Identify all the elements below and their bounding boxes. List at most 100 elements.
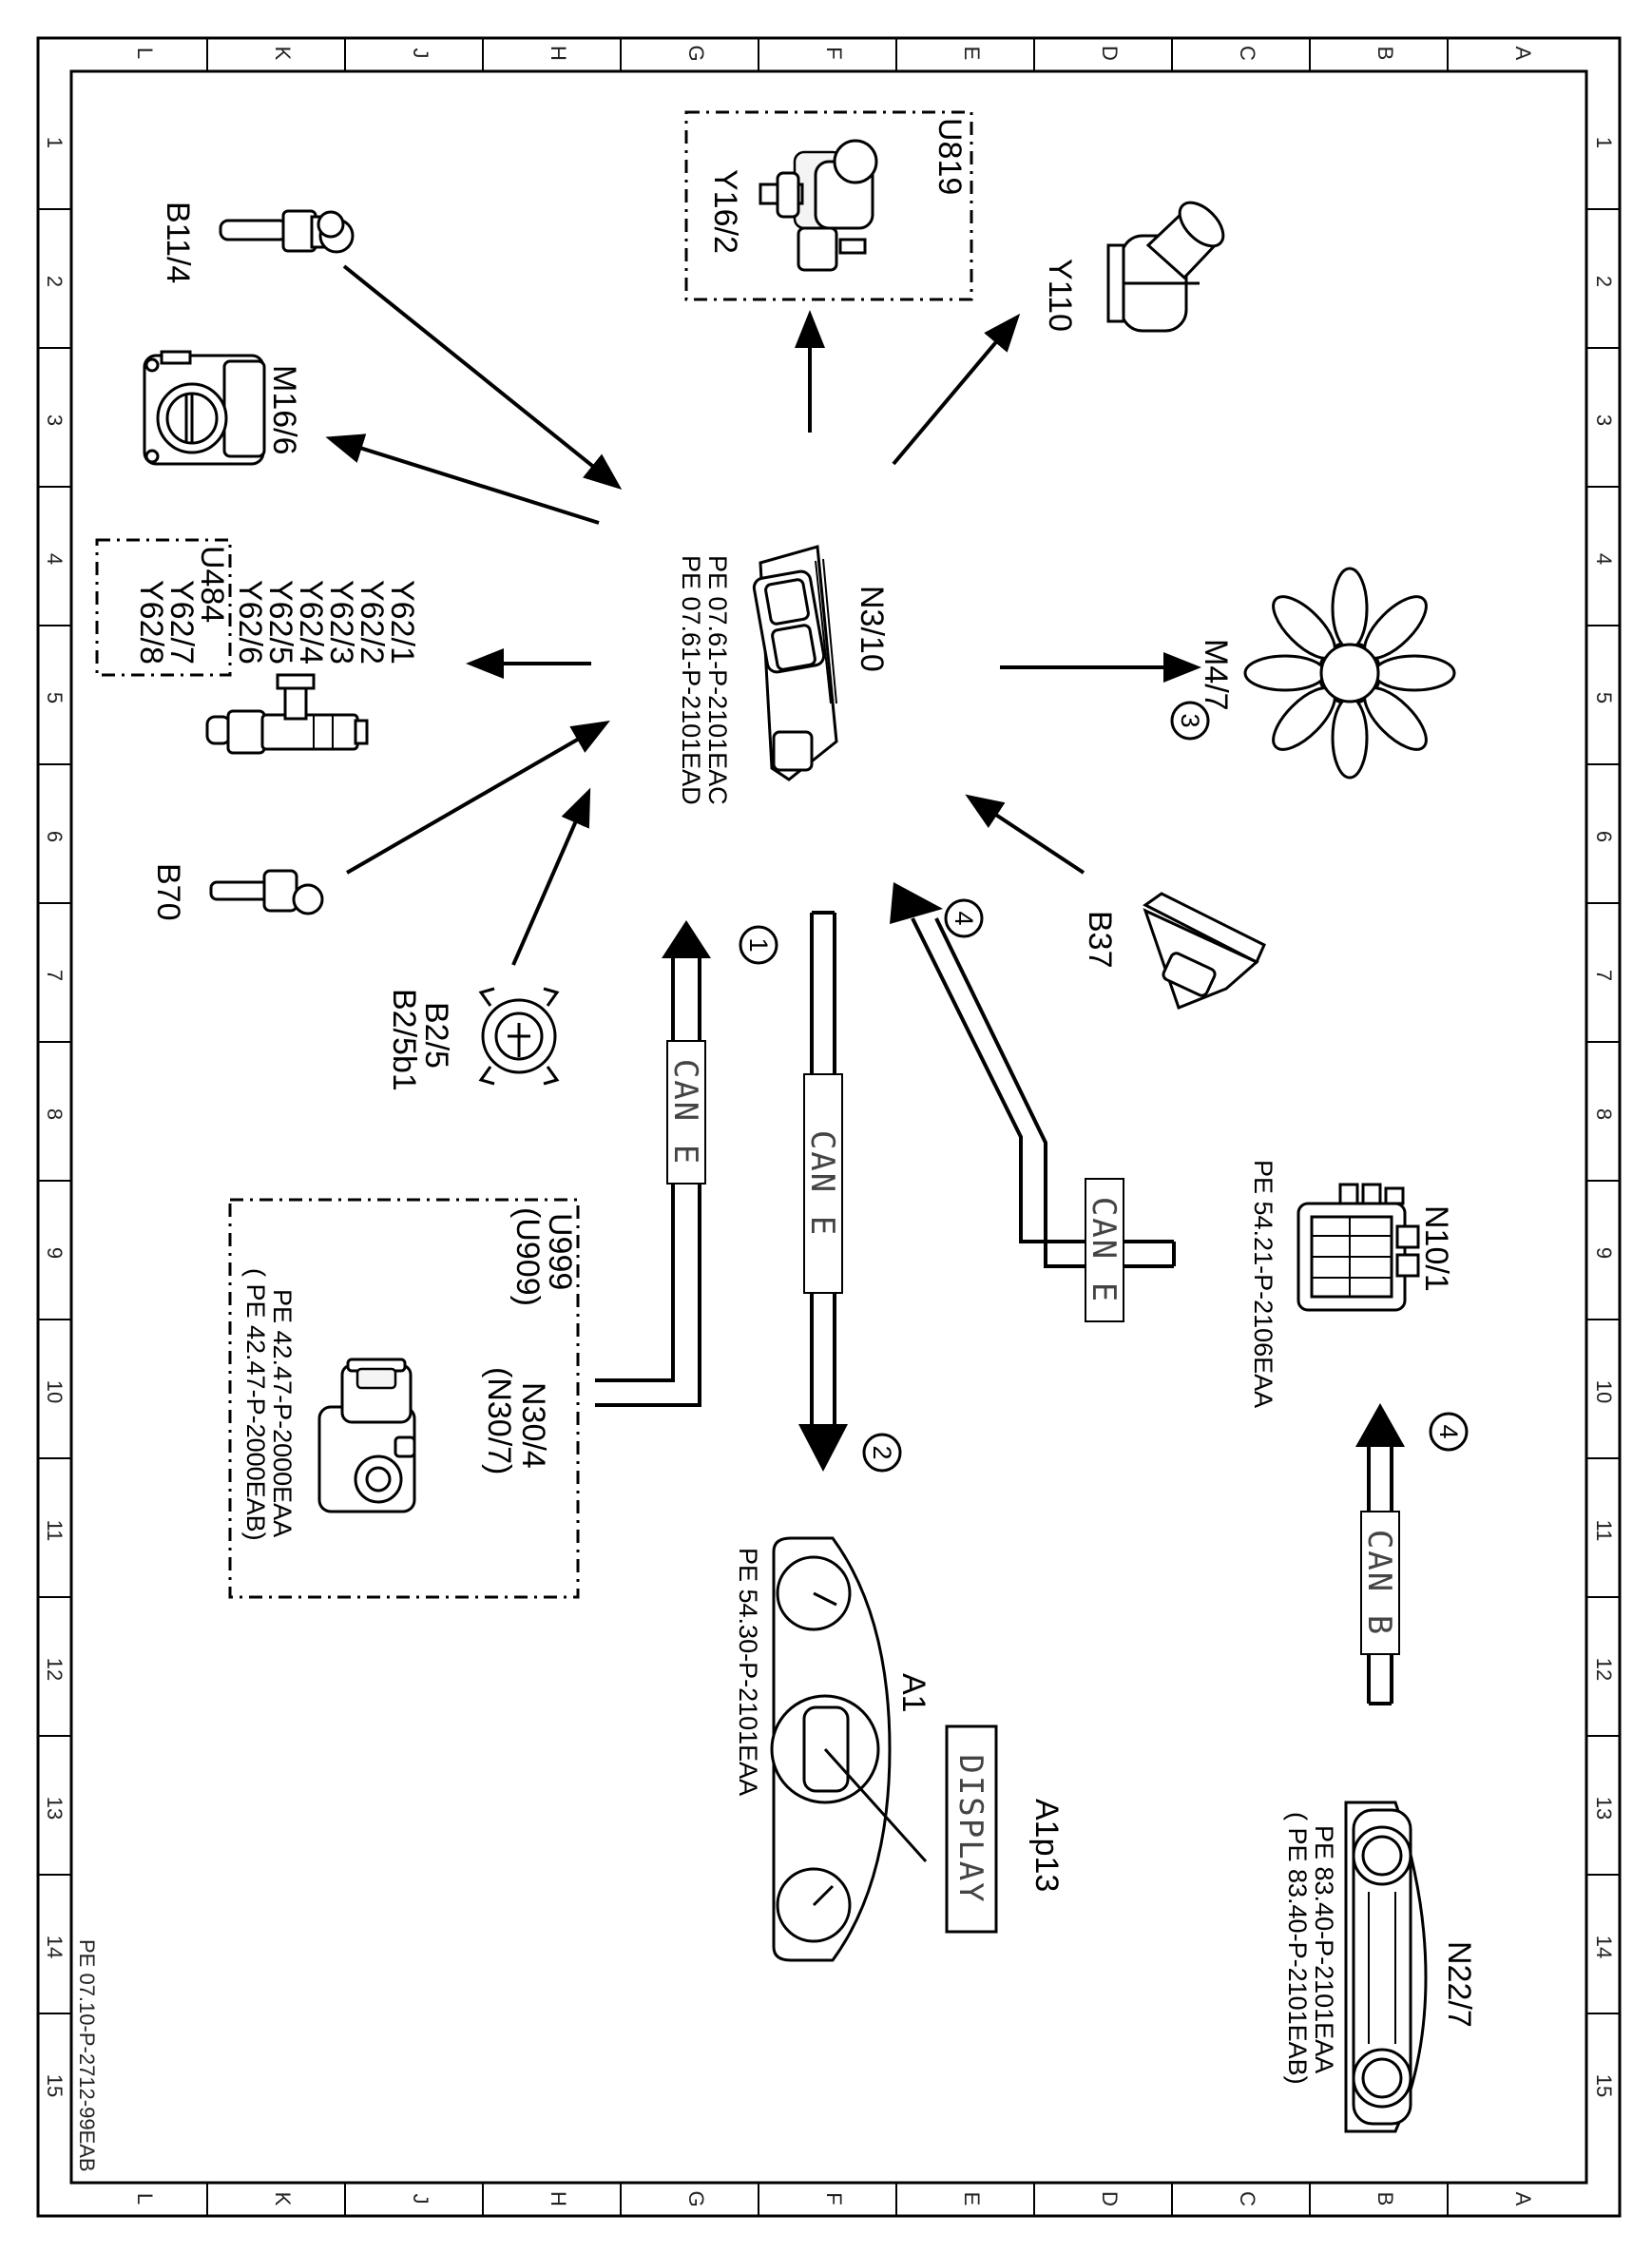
y110-thermostat-icon <box>1106 201 1225 333</box>
marker-number: 2 <box>868 1445 896 1459</box>
label-b2-5b1: B2/5b1 <box>386 989 422 1091</box>
label-y62-2: Y62/2 <box>354 580 390 665</box>
row-number: 7 <box>43 970 67 981</box>
marker-2: 2 <box>862 1433 902 1473</box>
label-y110: Y110 <box>1042 259 1078 332</box>
a1p13-display-text: DISPLAY <box>951 1754 989 1903</box>
col-letter: D <box>1098 2191 1122 2206</box>
marker-number: 3 <box>1176 713 1204 727</box>
row-number: 12 <box>43 1658 67 1681</box>
label-y16-2: Y16/2 <box>707 169 743 254</box>
col-letter: J <box>409 2194 432 2205</box>
col-letter: B <box>1373 47 1397 61</box>
marker-4b: 4 <box>1429 1412 1469 1452</box>
a1-instrument-cluster-icon <box>770 1536 928 1962</box>
col-letter: E <box>960 2192 984 2206</box>
row-number: 14 <box>1592 1936 1616 1958</box>
row-number: 1 <box>1592 137 1616 148</box>
m4-7-fan-icon <box>1243 567 1456 780</box>
label-m16-6: M16/6 <box>266 365 302 455</box>
label-m4-7: M4/7 <box>1198 639 1234 711</box>
can-b-bus-4: CAN B <box>1355 1403 1405 1705</box>
label-u819: U819 <box>932 118 968 195</box>
n22-7-control-panel-icon <box>1344 1801 1428 2133</box>
label-y62-1: Y62/1 <box>384 580 420 665</box>
col-letter: C <box>1236 46 1259 61</box>
a1p13-display-box <box>945 1724 998 1934</box>
col-letter: L <box>133 2193 157 2205</box>
marker-4a: 4 <box>944 898 984 938</box>
n10-1-sam-icon <box>1297 1183 1420 1312</box>
label-b37: B37 <box>1082 911 1118 969</box>
label-y62-3: Y62/3 <box>323 580 359 665</box>
col-letter: G <box>684 45 708 61</box>
marker-number: 4 <box>1434 1424 1463 1438</box>
label-n30-4: N30/4 <box>515 1382 551 1469</box>
row-numbers-left: 1 2 3 4 5 6 7 8 9 10 11 12 13 14 15 <box>43 137 67 2097</box>
col-letter: A <box>1511 47 1535 61</box>
m16-6-throttle-icon <box>143 350 266 466</box>
row-number: 5 <box>1592 692 1616 703</box>
row-number: 1 <box>43 137 67 148</box>
row-number: 2 <box>1592 276 1616 287</box>
row-number: 15 <box>43 2074 67 2097</box>
row-numbers-right: 1 2 3 4 5 6 7 8 9 10 11 12 13 14 15 <box>1592 137 1616 2097</box>
row-number: 8 <box>1592 1108 1616 1120</box>
can-e-label: CAN E <box>1085 1197 1123 1303</box>
row-number: 12 <box>1592 1658 1616 1681</box>
row-number: 3 <box>43 414 67 426</box>
document-id: PE 07.10-P-2712-99EAB <box>75 1939 99 2172</box>
marker-number: 1 <box>744 937 773 952</box>
label-n22-7: N22/7 <box>1441 1941 1477 2028</box>
can-e-bus-1: CAN E <box>595 920 711 1407</box>
ref-n22-7-a: PE 83.40-P-2101EAA <box>1310 1825 1338 2073</box>
row-number: 7 <box>1592 970 1616 981</box>
b11-4-sensor-icon <box>219 209 355 254</box>
ref-a1: PE 54.30-P-2101EAA <box>734 1548 762 1796</box>
row-number: 6 <box>43 831 67 842</box>
label-y62-8: Y62/8 <box>133 580 169 665</box>
ref-n3-10-b: PE 07.61-P-2101EAD <box>677 555 705 805</box>
col-letter: G <box>684 2190 708 2206</box>
column-letters-top: L K J H G F E D C B A <box>133 45 1535 61</box>
signal-arrows <box>325 264 1201 966</box>
b70-sensor-icon <box>209 869 324 915</box>
b37-pedal-icon <box>1143 892 1266 1010</box>
label-n30-7: (N30/7) <box>481 1367 517 1474</box>
label-b2-5: B2/5 <box>418 1002 454 1069</box>
row-number: 5 <box>43 692 67 703</box>
col-letter: D <box>1098 46 1122 61</box>
ref-n10-1: PE 54.21-P-2106EAA <box>1249 1160 1277 1408</box>
b2-5-sensor-icon <box>478 987 560 1086</box>
row-number: 9 <box>43 1247 67 1259</box>
row-number: 4 <box>43 553 67 565</box>
label-u484: U484 <box>194 546 230 623</box>
inner-frame <box>69 69 1588 2185</box>
col-letter: H <box>547 46 570 61</box>
label-y62-6: Y62/6 <box>232 580 268 665</box>
u999-group-box <box>228 1198 580 1599</box>
ref-n30-4-a: PE 42.47-P-2000EAA <box>268 1289 297 1537</box>
col-letter: K <box>271 2192 295 2206</box>
col-letter: B <box>1373 2192 1397 2206</box>
column-letters-bottom: L K J H G F E D C B A <box>133 2190 1535 2206</box>
row-number: 13 <box>43 1797 67 1820</box>
col-letter: F <box>822 47 846 59</box>
col-letter: C <box>1236 2191 1259 2206</box>
label-u999: U999 <box>542 1213 578 1290</box>
col-letter: J <box>409 48 432 59</box>
label-b11-4: B11/4 <box>160 202 196 283</box>
y62-injector-icon <box>205 673 369 755</box>
column-ticks <box>206 38 1449 2216</box>
u484-group-box <box>95 538 232 677</box>
can-e-label: CAN E <box>666 1059 704 1166</box>
marker-1: 1 <box>739 925 778 965</box>
row-number: 11 <box>1592 1520 1616 1542</box>
col-letter: A <box>1511 2192 1535 2206</box>
row-number: 11 <box>43 1520 67 1542</box>
col-letter: K <box>271 47 295 61</box>
ref-n22-7-b: ( PE 83.40-P-2101EAB) <box>1283 1812 1312 2085</box>
label-n10-1: N10/1 <box>1418 1205 1454 1292</box>
ref-n30-4-b: ( PE 42.47-P-2000EAB) <box>241 1268 270 1541</box>
